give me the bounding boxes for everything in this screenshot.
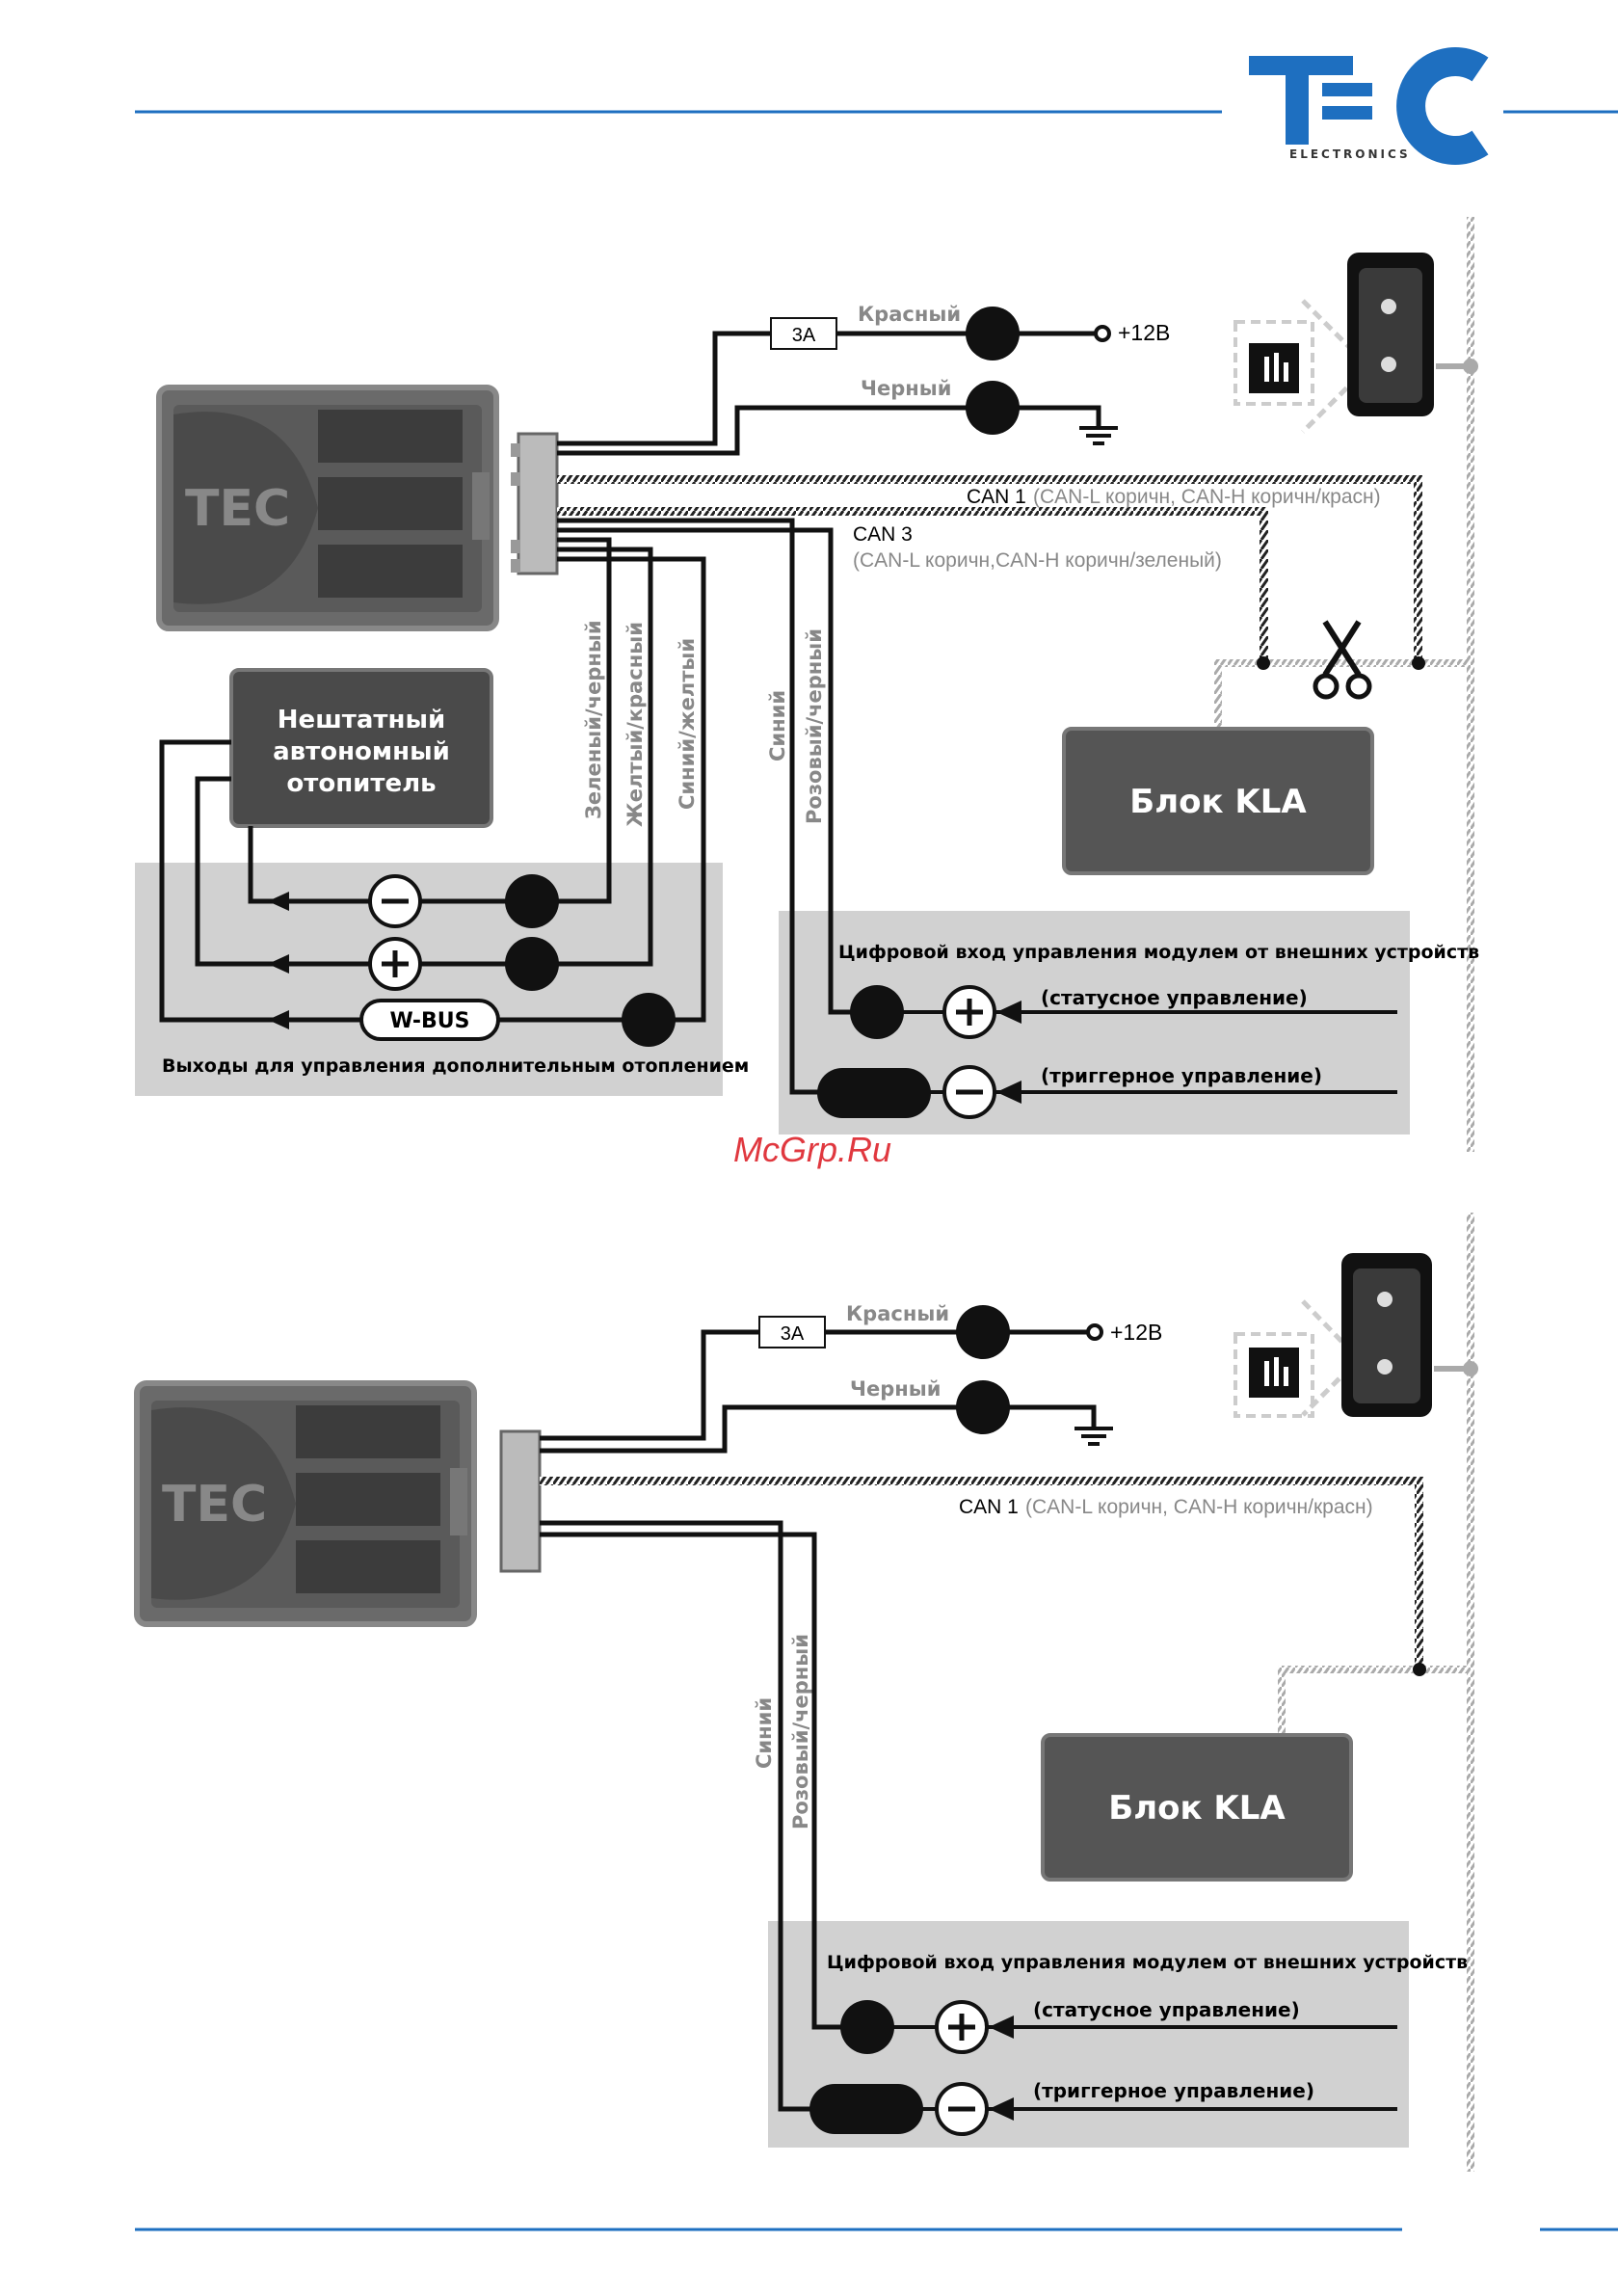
wire-green-black-label: Зеленый/черный [582, 620, 605, 819]
red-wire-label: Красный [858, 303, 961, 326]
digital-input-title-2: Цифровой вход управления модулем от внеш… [827, 1952, 1468, 1973]
diagram-2: TEC 3A Красный Черный +12В CAN 1 ( [134, 1253, 1478, 2148]
tec-module: TEC [156, 385, 499, 631]
svg-text:TEC: TEC [162, 1476, 267, 1534]
status-control-1: (статусное управление) [1041, 986, 1308, 1009]
can3-detail: (CAN-L коричн,CAN-H коричн/зеленый) [853, 549, 1222, 572]
trigger-control-1: (триггерное управление) [1041, 1064, 1322, 1087]
fuse-3a-2 [758, 1316, 826, 1348]
status-control-2: (статусное управление) [1033, 1998, 1300, 2021]
can1-detail-2: (CAN-L коричн, CAN-H коричн/красн) [1025, 1496, 1373, 1518]
logo-subtitle: ELECTRONICS [1289, 147, 1411, 161]
heating-outputs-caption: Выходы для управления дополнительным ото… [162, 1055, 749, 1077]
wire-blue-label-2: Синий [753, 1697, 776, 1769]
heater-line-3: отопитель [286, 769, 436, 798]
kla-label-2: Блок KLA [1108, 1789, 1286, 1828]
red-wire-pin [966, 307, 1020, 360]
svg-text:TEC: TEC [185, 480, 290, 538]
ground-symbol [1079, 426, 1118, 445]
can1-label: CAN 1 [967, 486, 1026, 508]
heater-box [229, 668, 493, 828]
kla-box-2 [1041, 1733, 1353, 1882]
wire-yellow-red-label: Желтый/красный [623, 622, 647, 827]
black-wire-label-2: Черный [850, 1377, 941, 1401]
kla-label-1: Блок KLA [1129, 783, 1307, 821]
can1-cable [557, 475, 1469, 729]
heater-line-1: Нештатный [278, 706, 445, 734]
door-lock-device [1233, 253, 1478, 434]
ground-symbol-2 [1074, 1427, 1113, 1446]
digital-input-title-1: Цифровой вход управления модулем от внеш… [838, 942, 1479, 963]
watermark: McGrp.Ru [733, 1130, 891, 1169]
fuse-label-2: 3A [781, 1323, 805, 1345]
tec-logo: ELECTRONICS [1249, 47, 1489, 165]
wire-blue-yellow-label: Синий/желтый [676, 638, 699, 810]
door-lock-device-2 [1233, 1253, 1478, 1418]
wbus-badge [359, 999, 500, 1041]
plus12-label-2: +12В [1110, 1320, 1162, 1345]
can-bus-vertical [1467, 217, 1474, 2172]
wire-pink-black-label: Розовый/черный [803, 628, 826, 824]
black-wire-label: Черный [861, 377, 951, 400]
can1-detail: (CAN-L коричн, CAN-H коричн/красн) [1033, 486, 1381, 508]
wire-pink-black-label-2: Розовый/черный [789, 1634, 812, 1829]
fuse-label: 3A [792, 325, 816, 346]
tec-module-2: TEC [134, 1380, 477, 1627]
wire-blue-label: Синий [766, 690, 789, 761]
connector-2 [499, 1429, 542, 1573]
scissors-icon [1313, 620, 1372, 700]
can1-cable-2 [540, 1477, 1469, 1735]
connector-1 [511, 432, 559, 575]
black-wire-pin [966, 381, 1020, 435]
diagram-1: TEC 3A Красный Черный +12В [135, 253, 1479, 1135]
fuse-3a [770, 317, 837, 350]
red-wire-label-2: Красный [846, 1302, 949, 1325]
wbus-label: W-BUS [390, 1009, 470, 1033]
plus12-label: +12В [1118, 320, 1170, 345]
heater-line-2: автономный [273, 737, 450, 766]
kla-box-1 [1062, 727, 1374, 875]
can1-label-2: CAN 1 [959, 1496, 1019, 1518]
trigger-control-2: (триггерное управление) [1033, 2079, 1314, 2102]
plus12-terminal [1094, 325, 1111, 342]
can3-label: CAN 3 [853, 523, 913, 546]
